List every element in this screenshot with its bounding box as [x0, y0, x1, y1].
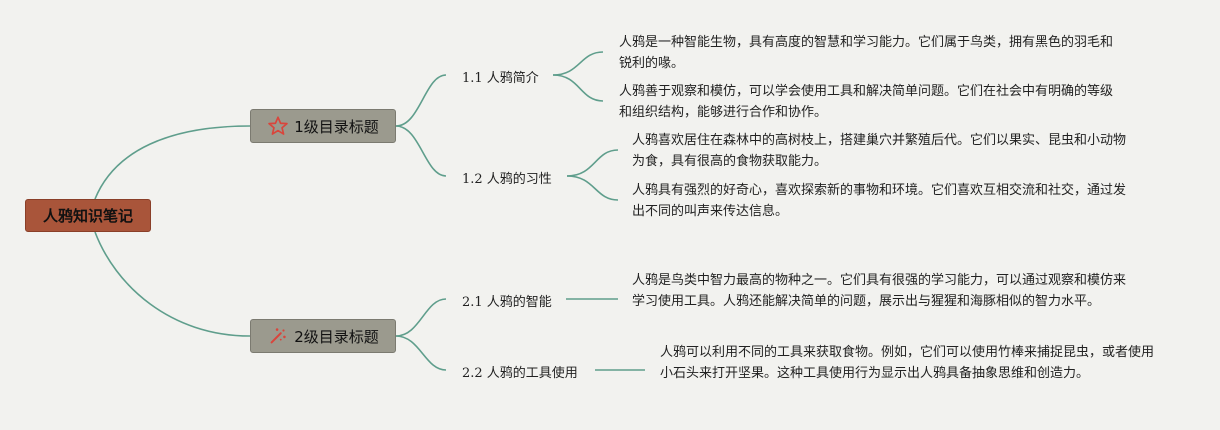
connector-sub-2-leaf-2: [566, 175, 619, 201]
connector-branch-2-sub-2: [395, 335, 447, 371]
root-label: 人鸦知识笔记: [42, 207, 133, 225]
branch-label-2: 2级目录标题: [294, 327, 379, 346]
subtopic-2-2[interactable]: 2.2 人鸦的工具使用: [462, 366, 578, 381]
connector-sub-1-leaf-2: [552, 74, 604, 102]
connector-root-branch-1: [94, 125, 251, 200]
connector-sub-2-leaf-1: [566, 149, 619, 177]
branch-node-2[interactable]: 2级目录标题: [250, 319, 396, 353]
connector-root-branch-2: [94, 231, 251, 337]
branch-node-1[interactable]: 1级目录标题: [250, 109, 396, 143]
leaf-1-1-2: 人鸦善于观察和模仿，可以学会使用工具和解决简单问题。它们在社会中有明确的等级和组…: [619, 84, 1114, 120]
subtopic-2-1[interactable]: 2.1 人鸦的智能: [462, 295, 552, 310]
branch-label-1: 1级目录标题: [294, 117, 379, 136]
leaf-1-2-2: 人鸦具有强烈的好奇心，喜欢探索新的事物和环境。它们喜欢互相交流和社交，通过发出不…: [632, 183, 1127, 219]
connector-branch-1-sub-1: [395, 74, 447, 127]
star-icon: [267, 115, 289, 137]
leaf-2-1-1: 人鸦是鸟类中智力最高的物种之一。它们具有很强的学习能力，可以通过观察和模仿来学习…: [632, 273, 1127, 309]
root-node[interactable]: 人鸦知识笔记: [25, 199, 151, 232]
connector-sub-1-leaf-1: [552, 51, 604, 76]
connector-branch-1-sub-2: [395, 125, 447, 177]
leaf-1-2-1: 人鸦喜欢居住在森林中的高树枝上，搭建巢穴并繁殖后代。它们以果实、昆虫和小动物为食…: [632, 133, 1127, 169]
connector-branch-2-sub-1: [395, 298, 447, 337]
subtopic-1-1[interactable]: 1.1 人鸦简介: [462, 71, 539, 86]
subtopic-1-2[interactable]: 1.2 人鸦的习性: [462, 172, 552, 187]
magic-wand-icon: [267, 325, 289, 347]
leaf-2-2-1: 人鸦可以利用不同的工具来获取食物。例如，它们可以使用竹棒来捕捉昆虫，或者使用小石…: [660, 345, 1155, 381]
leaf-1-1-1: 人鸦是一种智能生物，具有高度的智慧和学习能力。它们属于鸟类，拥有黑色的羽毛和锐利…: [619, 35, 1114, 71]
